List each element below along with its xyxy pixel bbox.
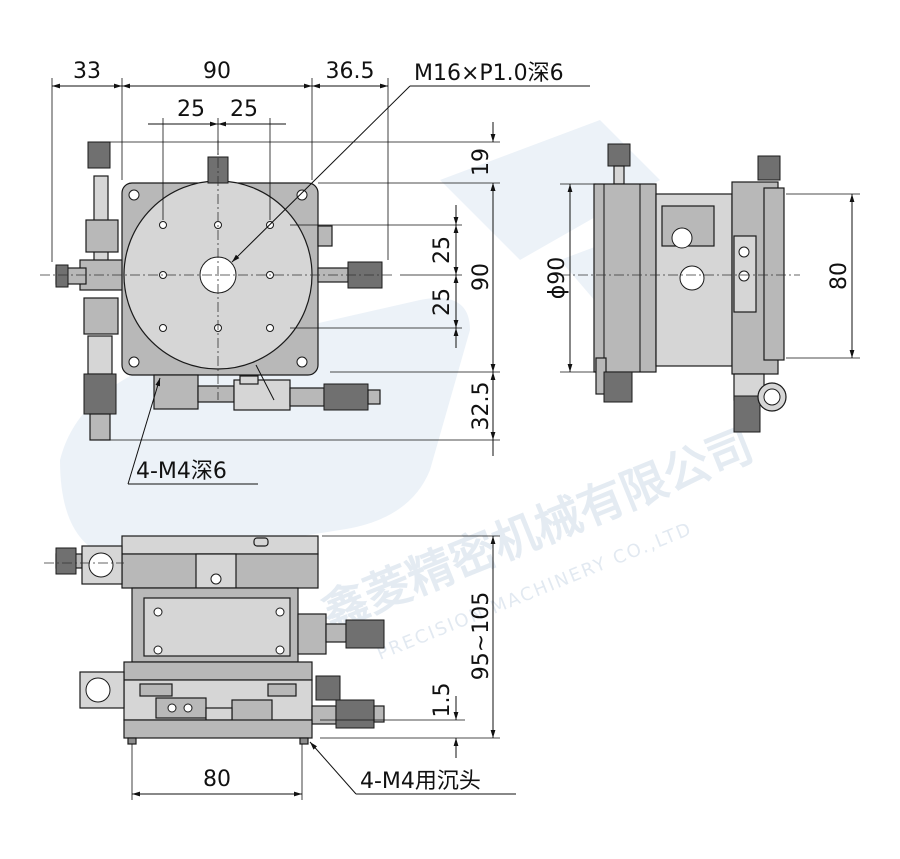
dim-diameter: ϕ90: [545, 257, 570, 300]
callout-mount-holes: 4-M4深6: [136, 459, 227, 484]
left-micrometer: [55, 141, 125, 441]
dim-hole-pitch-x-right: 25: [230, 97, 258, 122]
side-view-dimensions: ϕ90 80: [545, 183, 860, 373]
dim-table-height: 90: [469, 263, 494, 291]
dim-hole-pitch-y-upper: 25: [430, 236, 455, 264]
dim-bottom-offset: 32.5: [469, 382, 494, 431]
dim-base-width: 80: [203, 767, 231, 792]
front-view: [44, 535, 385, 745]
dim-total-height: 95~105: [469, 592, 494, 680]
dim-right-offset: 36.5: [326, 59, 375, 84]
dim-base-step: 1.5: [430, 683, 455, 718]
top-view-dimensions: 33 90 36.5 25 25 19 90 32.5 25 25 M16×P1…: [51, 59, 590, 485]
bottom-micrometer: [153, 364, 381, 411]
side-view: [560, 143, 800, 433]
callout-counterbore-holes: 4-M4用沉头: [360, 769, 481, 794]
dim-hole-pitch-x-left: 25: [177, 97, 205, 122]
dim-top-knob-height: 19: [469, 148, 494, 176]
m4-hole-grid: [159, 221, 274, 332]
dim-table-width: 90: [203, 59, 231, 84]
dim-side-height: 80: [827, 262, 852, 290]
top-view: [40, 140, 395, 441]
front-view-dimensions: 95~105 1.5 80 4-M4用沉头: [131, 535, 516, 800]
callout-center-thread: M16×P1.0深6: [414, 61, 564, 86]
dim-hole-pitch-y-lower: 25: [430, 288, 455, 316]
side-rotary-plate: [593, 183, 657, 373]
dim-left-offset: 33: [73, 59, 101, 84]
